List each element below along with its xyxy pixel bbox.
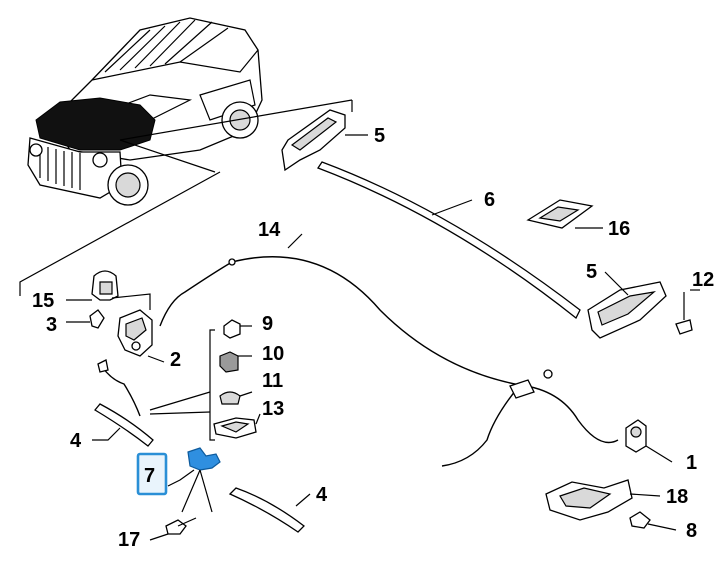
part-5-upper-bracket [281, 109, 368, 172]
part-12-pin [675, 289, 700, 335]
part-5-lower-bracket [587, 271, 667, 339]
part-17-bolt [149, 517, 197, 541]
callout-8[interactable]: 8 [686, 520, 697, 542]
callout-labels: 5 6 16 14 5 12 15 3 2 9 10 11 13 4 1 7 4… [32, 125, 714, 551]
callout-9[interactable]: 9 [262, 313, 273, 335]
callout-17[interactable]: 17 [118, 529, 140, 551]
callout-4-bottom[interactable]: 4 [316, 484, 328, 506]
callout-14[interactable]: 14 [258, 219, 281, 241]
callout-10[interactable]: 10 [262, 343, 284, 365]
part-15-bumper [66, 270, 119, 301]
callout-3[interactable]: 3 [46, 314, 57, 336]
part-7-clip-highlighted [167, 447, 221, 513]
callout-15[interactable]: 15 [32, 290, 54, 312]
part-18-bracket [545, 479, 661, 521]
callout-12[interactable]: 12 [692, 269, 714, 291]
callout-4-left[interactable]: 4 [70, 430, 82, 452]
callout-13[interactable]: 13 [262, 398, 284, 420]
callout-5-lower[interactable]: 5 [586, 261, 597, 283]
part-3-clip [66, 309, 105, 329]
part-2-latch [111, 293, 165, 363]
hood-highlight [35, 97, 156, 151]
part-1-release-handle [625, 419, 673, 463]
vehicle-overview [27, 17, 353, 206]
part-16-pad [526, 199, 603, 229]
small-parts-column [149, 319, 261, 441]
latch-rod [97, 359, 141, 417]
part-8-screw [629, 511, 677, 531]
highlight-box [136, 452, 168, 496]
callout-2[interactable]: 2 [170, 349, 181, 371]
callout-7[interactable]: 7 [144, 465, 155, 487]
callout-16[interactable]: 16 [608, 218, 630, 240]
callout-11[interactable]: 11 [262, 370, 283, 392]
part-14-release-cable [159, 233, 619, 467]
callout-5-upper[interactable]: 5 [374, 125, 385, 147]
part-4-left-strip [92, 403, 154, 447]
callout-18[interactable]: 18 [666, 486, 688, 508]
part-4-bottom-strip [228, 487, 311, 533]
group-frame-lines [19, 100, 353, 296]
callout-1[interactable]: 1 [686, 452, 697, 474]
callout-6[interactable]: 6 [484, 189, 495, 211]
part-6-seal-strip [317, 161, 581, 320]
